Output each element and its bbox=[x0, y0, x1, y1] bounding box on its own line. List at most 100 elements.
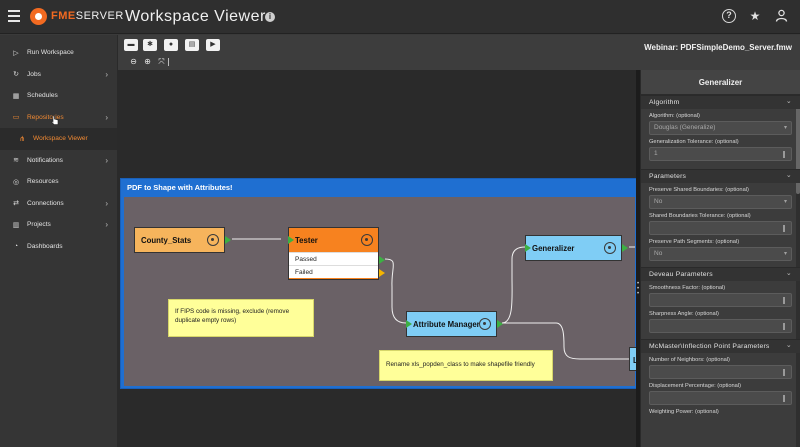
sidebar-item-notifications[interactable]: ≋ Notifications › bbox=[0, 150, 117, 172]
sidebar-item-label: Schedules bbox=[27, 92, 58, 100]
sidebar-item-workspace-viewer[interactable]: ⋔ Workspace Viewer bbox=[0, 128, 117, 150]
transformer-tester[interactable]: Tester Passed Failed bbox=[288, 227, 385, 280]
sidebar-item-jobs[interactable]: ↻ Jobs › bbox=[0, 64, 117, 86]
field-menu-icon[interactable] bbox=[783, 369, 785, 376]
sidebar-item-resources[interactable]: ◎ Resources bbox=[0, 171, 117, 193]
settings-button[interactable]: ✱ bbox=[143, 39, 157, 51]
wifi-icon: ≋ bbox=[13, 157, 19, 165]
info-icon[interactable]: i bbox=[265, 12, 275, 22]
database-icon: ◎ bbox=[12, 178, 20, 186]
sidebar-item-projects[interactable]: ▥ Projects › bbox=[0, 214, 117, 236]
panel-splitter[interactable] bbox=[636, 70, 640, 447]
transformer-label: Generalizer bbox=[532, 243, 575, 253]
select-value: No bbox=[654, 198, 663, 205]
chevron-down-icon: ⌄ bbox=[785, 342, 792, 349]
transformer-label: L bbox=[630, 348, 640, 372]
sidebar-item-dashboards[interactable]: ◔ Dashboards bbox=[0, 236, 117, 258]
sidebar-item-label: Connections bbox=[27, 199, 64, 207]
zoom-out-icon[interactable]: ⊖ bbox=[130, 57, 137, 66]
field-label: Shared Boundaries Tolerance: (optional) bbox=[649, 213, 751, 219]
sidebar-item-run-workspace[interactable]: ▷ Run Workspace bbox=[0, 42, 117, 64]
transformer-attribute-manager[interactable]: Attribute Manager bbox=[406, 311, 503, 337]
shared-boundaries-select[interactable]: No ▾ bbox=[649, 195, 792, 209]
section-header-deveau[interactable]: Deveau Parameters ⌄ bbox=[641, 267, 800, 281]
top-bar: FMESERVER Workspace Viewer i ? ★ bbox=[0, 0, 800, 34]
annotation-note-fips[interactable]: If FIPS code is missing, exclude (remove… bbox=[168, 299, 314, 337]
book-icon: ▥ bbox=[12, 221, 20, 229]
sidebar-item-connections[interactable]: ⇄ Connections › bbox=[0, 193, 117, 215]
help-icon[interactable]: ? bbox=[722, 9, 736, 23]
input-port[interactable] bbox=[406, 320, 412, 328]
gear-icon[interactable] bbox=[479, 318, 491, 330]
chevron-down-icon: ⌄ bbox=[785, 270, 792, 277]
info-button[interactable]: ● bbox=[164, 39, 178, 51]
failed-output-port[interactable] bbox=[379, 269, 385, 277]
sidebar-item-label: Run Workspace bbox=[27, 49, 74, 57]
logo-text: FMESERVER bbox=[51, 10, 124, 22]
chevron-right-icon: › bbox=[105, 198, 108, 208]
field-menu-icon[interactable] bbox=[783, 297, 785, 304]
scrollbar-thumb[interactable] bbox=[796, 99, 800, 194]
passed-output-port[interactable] bbox=[379, 256, 385, 264]
sidebar: ▷ Run Workspace ↻ Jobs › ▦ Schedules ▭ R… bbox=[0, 35, 118, 447]
shared-tolerance-input[interactable] bbox=[649, 221, 792, 235]
connections-icon: ⇄ bbox=[13, 200, 19, 208]
field-menu-icon[interactable] bbox=[783, 151, 785, 158]
section-header-algorithm[interactable]: Algorithm ⌄ bbox=[641, 95, 800, 109]
field-menu-icon[interactable] bbox=[783, 225, 785, 232]
select-value: Douglas (Generalize) bbox=[654, 124, 716, 131]
algorithm-select[interactable]: Douglas (Generalize) ▾ bbox=[649, 121, 792, 135]
section-header-mcmaster[interactable]: McMaster\Inflection Point Parameters ⌄ bbox=[641, 339, 800, 353]
field-label: Preserve Path Segments: (optional) bbox=[649, 239, 740, 245]
input-port[interactable] bbox=[288, 236, 294, 244]
workspace-name: Webinar: PDFSimpleDemo_Server.fmw bbox=[644, 43, 792, 52]
section-parameters: Parameters ⌄ Preserve Shared Boundaries:… bbox=[641, 169, 800, 267]
drag-handle-icon[interactable]: ••• bbox=[637, 281, 640, 297]
print-button[interactable]: ▤ bbox=[185, 39, 199, 51]
output-port[interactable] bbox=[225, 236, 231, 244]
section-header-parameters[interactable]: Parameters ⌄ bbox=[641, 169, 800, 183]
star-icon[interactable]: ★ bbox=[749, 9, 761, 23]
gear-icon[interactable] bbox=[361, 234, 373, 246]
chevron-down-icon: ⌄ bbox=[785, 172, 792, 179]
refresh-icon: ↻ bbox=[13, 71, 19, 79]
panel-title: Generalizer bbox=[641, 70, 800, 95]
path-segments-select[interactable]: No ▾ bbox=[649, 247, 792, 261]
annotation-note-rename[interactable]: Rename xls_popden_class to make shapefil… bbox=[379, 350, 553, 381]
bookmark-container[interactable]: PDF to Shape with Attributes! County_Sta… bbox=[120, 178, 641, 389]
chevron-right-icon: › bbox=[105, 69, 108, 79]
input-port[interactable] bbox=[525, 244, 531, 252]
zoom-in-icon[interactable]: ⊕ bbox=[144, 57, 151, 66]
output-port[interactable] bbox=[622, 244, 628, 252]
field-label: Weighting Power: (optional) bbox=[649, 409, 719, 415]
workspace-canvas[interactable]: PDF to Shape with Attributes! County_Sta… bbox=[118, 70, 641, 447]
user-icon[interactable] bbox=[774, 9, 788, 23]
sidebar-item-repositories[interactable]: ▭ Repositories › bbox=[0, 107, 117, 129]
gear-icon[interactable] bbox=[604, 242, 616, 254]
calendar-icon: ▦ bbox=[12, 92, 20, 100]
transformer-county-stats[interactable]: County_Stats bbox=[134, 227, 231, 253]
smoothness-input[interactable] bbox=[649, 293, 792, 307]
run-button[interactable]: ▶ bbox=[206, 39, 220, 51]
field-menu-icon[interactable] bbox=[783, 323, 785, 330]
play-icon: ▷ bbox=[13, 49, 19, 57]
tolerance-input[interactable]: 1 bbox=[649, 147, 792, 161]
zoom-fit-icon[interactable]: ⤧ bbox=[158, 57, 165, 66]
field-label: Generalization Tolerance: (optional) bbox=[649, 139, 739, 145]
displacement-input[interactable] bbox=[649, 391, 792, 405]
open-folder-button[interactable]: ▬ bbox=[124, 39, 138, 51]
sidebar-item-schedules[interactable]: ▦ Schedules bbox=[0, 85, 117, 107]
top-right-icons: ? ★ bbox=[722, 9, 788, 23]
neighbors-input[interactable] bbox=[649, 365, 792, 379]
sharpness-input[interactable] bbox=[649, 319, 792, 333]
gear-icon[interactable] bbox=[207, 234, 219, 246]
output-port[interactable] bbox=[497, 320, 503, 328]
port-passed: Passed bbox=[289, 252, 378, 265]
field-menu-icon[interactable] bbox=[783, 395, 785, 402]
transformer-generalizer[interactable]: Generalizer bbox=[525, 235, 628, 261]
transformer-label: Attribute Manager bbox=[413, 319, 480, 329]
sidebar-item-label: Workspace Viewer bbox=[33, 135, 88, 143]
hamburger-menu-icon[interactable] bbox=[8, 10, 20, 22]
page-title: Workspace Viewer bbox=[125, 8, 266, 25]
